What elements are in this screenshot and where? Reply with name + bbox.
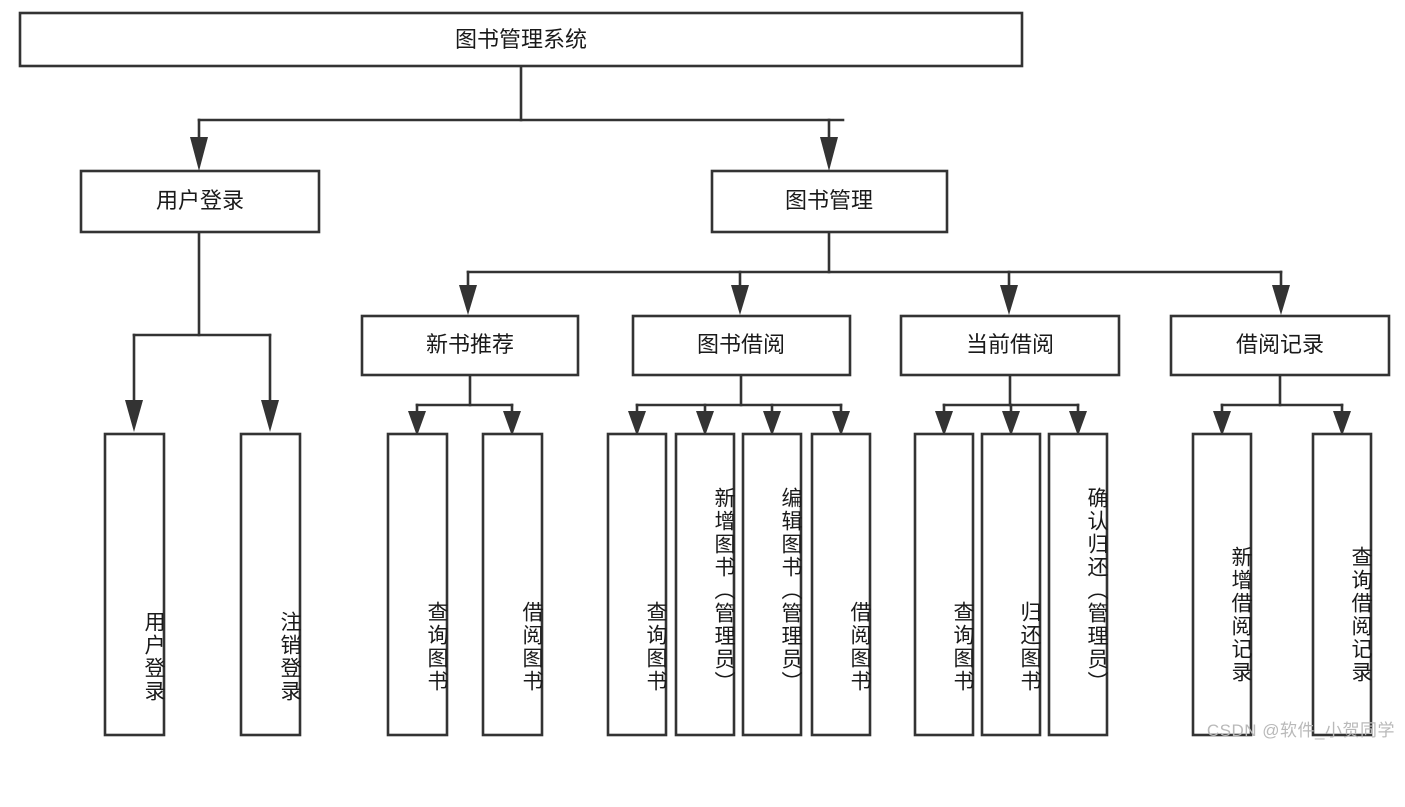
arrow-icon-bookborrow-leaf-2 — [696, 411, 714, 436]
leaf-box-currentborrow-2[interactable] — [980, 432, 1042, 737]
node-current-borrow-box[interactable] — [899, 314, 1121, 377]
leaf-box-currentborrow-1[interactable] — [913, 432, 975, 737]
leaf-box-bookborrow-3[interactable] — [741, 432, 803, 737]
node-book-borrow-box[interactable] — [631, 314, 852, 377]
diagram-canvas: 图书管理系统 用户登录 图书管理 新书推荐 图书借阅 当前借阅 借阅记录 — [18, 11, 1395, 740]
arrow-icon-currentborrow-leaf-3 — [1069, 411, 1087, 436]
arrow-icon-newbook-leaf-2 — [503, 411, 521, 436]
node-book-manage-label: 图书管理 — [785, 188, 873, 213]
node-book-manage-box[interactable] — [710, 169, 949, 234]
leaf-box-borrowrecord-2[interactable] — [1311, 432, 1373, 737]
node-borrow-record-box[interactable] — [1169, 314, 1391, 377]
leaf-box-bookborrow-4[interactable] — [810, 432, 872, 737]
leaf-box-bookborrow-1[interactable] — [606, 432, 668, 737]
arrow-icon-borrowrecord-leaf-1 — [1213, 411, 1231, 436]
leaf-box-user-login-2[interactable] — [239, 432, 302, 737]
node-new-book-recommend-box[interactable] — [360, 314, 580, 377]
node-user-login-label: 用户登录 — [156, 188, 244, 213]
tree-diagram-svg: 图书管理系统 用户登录 图书管理 新书推荐 图书借阅 当前借阅 借阅记录 — [18, 11, 1391, 737]
leaf-box-newbook-2[interactable] — [481, 432, 544, 737]
node-borrow-record-label: 借阅记录 — [1236, 332, 1324, 357]
arrowheads-layer — [125, 137, 1351, 436]
leaf-box-borrowrecord-1[interactable] — [1191, 432, 1253, 737]
leaf-box-user-login-1[interactable] — [103, 432, 166, 737]
leaf-box-bookborrow-2[interactable] — [674, 432, 736, 737]
node-user-login-box[interactable] — [79, 169, 321, 234]
arrow-icon-currentborrow-leaf-1 — [935, 411, 953, 436]
arrow-icon-to-current-borrow — [1000, 285, 1018, 315]
leaf-box-currentborrow-3[interactable] — [1047, 432, 1109, 737]
node-current-borrow-label: 当前借阅 — [966, 332, 1054, 357]
node-root-box[interactable] — [18, 11, 1024, 68]
arrow-icon-bookborrow-leaf-1 — [628, 411, 646, 436]
nodes-layer: 图书管理系统 用户登录 图书管理 新书推荐 图书借阅 当前借阅 借阅记录 — [18, 11, 1391, 737]
arrow-icon-newbook-leaf-1 — [408, 411, 426, 436]
watermark-text: CSDN @软件_小贺同学 — [1206, 721, 1395, 740]
arrow-icon-to-book-manage — [820, 137, 838, 171]
arrow-icon-bookborrow-leaf-3 — [763, 411, 781, 436]
arrow-icon-to-user-login — [190, 137, 208, 171]
arrow-icon-bookborrow-leaf-4 — [832, 411, 850, 436]
arrow-icon-to-borrow-record — [1272, 285, 1290, 315]
node-new-book-recommend-label: 新书推荐 — [426, 332, 514, 357]
arrow-icon-to-book-borrow — [731, 285, 749, 315]
node-root-label: 图书管理系统 — [455, 27, 587, 52]
node-book-borrow-label: 图书借阅 — [697, 332, 785, 357]
leaf-box-newbook-1[interactable] — [386, 432, 449, 737]
arrow-icon-to-leaf-logout — [261, 400, 279, 432]
arrow-icon-currentborrow-leaf-2 — [1002, 411, 1020, 436]
arrow-icon-borrowrecord-leaf-2 — [1333, 411, 1351, 436]
arrow-icon-to-leaf-user-login — [125, 400, 143, 432]
arrow-icon-to-newbook-rec — [459, 285, 477, 315]
